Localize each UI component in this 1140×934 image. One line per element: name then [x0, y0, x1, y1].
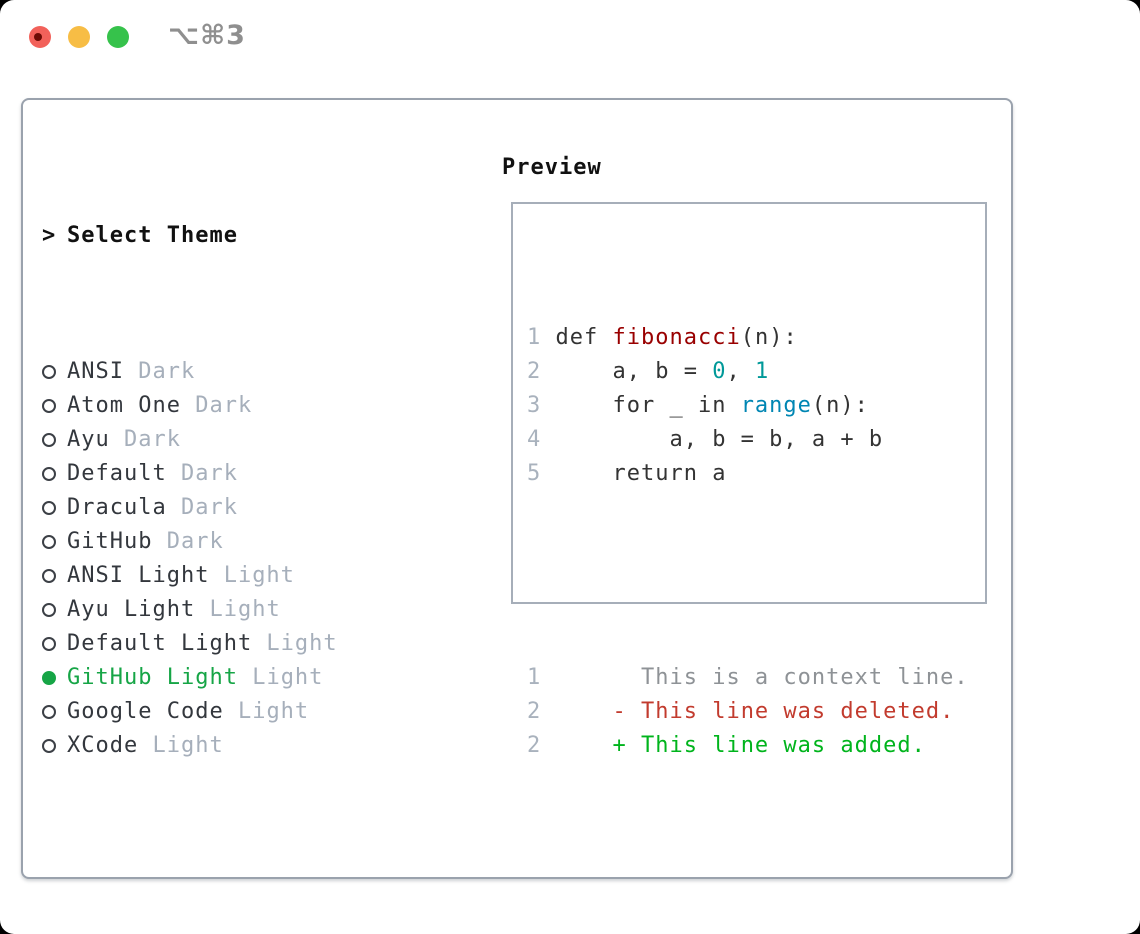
line-number: 4: [527, 427, 556, 452]
preview-diff: 1 This is a context line.2 - This line w…: [527, 661, 985, 763]
code-line: 5 return a: [527, 457, 985, 491]
blank-row: [42, 865, 441, 899]
minimize-button[interactable]: [68, 26, 90, 48]
line-number: 1: [527, 665, 641, 690]
line-number: 2: [527, 359, 556, 384]
theme-label: XCode: [67, 733, 139, 758]
zoom-button[interactable]: [107, 26, 129, 48]
theme-label: Ayu Light: [67, 597, 196, 622]
blank-row: [527, 559, 985, 593]
theme-option-dracula[interactable]: Dracula Dark: [42, 491, 441, 525]
line-number: 3: [527, 393, 556, 418]
diff-line-deleted: 2 - This line was deleted.: [527, 695, 985, 729]
radio-icon: [42, 433, 56, 447]
code-line: 2 a, b = 0, 1: [527, 355, 985, 389]
radio-icon: [42, 535, 56, 549]
window-shortcut-label: ⌥⌘3: [168, 20, 246, 51]
radio-selected-icon: [42, 671, 56, 685]
theme-label: GitHub Light: [67, 665, 238, 690]
code-token: 0: [712, 359, 727, 384]
theme-variant-tag: Dark: [109, 427, 181, 452]
theme-label: Default: [67, 461, 167, 486]
radio-icon: [42, 399, 56, 413]
code-token: (n):: [811, 393, 869, 418]
radio-icon: [42, 569, 56, 583]
select-theme-title: Select Theme: [67, 223, 238, 248]
radio-icon: [42, 637, 56, 651]
line-number: 2: [527, 733, 613, 758]
theme-label: Default Light: [67, 631, 253, 656]
theme-option-ayu[interactable]: Ayu Dark: [42, 423, 441, 457]
theme-label: Atom One: [67, 393, 181, 418]
radio-icon: [42, 501, 56, 515]
line-number: 5: [527, 461, 556, 486]
theme-label: GitHub: [67, 529, 153, 554]
theme-option-ayu-light[interactable]: Ayu Light Light: [42, 593, 441, 627]
theme-option-xcode[interactable]: XCode Light: [42, 729, 441, 763]
code-token: a, b = b, a + b: [555, 427, 884, 452]
line-number: 2: [527, 699, 613, 724]
radio-icon: [42, 739, 56, 753]
diff-line-added: 2 + This line was added.: [527, 729, 985, 763]
radio-icon: [42, 467, 56, 481]
radio-icon: [42, 705, 56, 719]
theme-label: Ayu: [67, 427, 110, 452]
code-token: fibonacci: [612, 325, 741, 350]
theme-label: Google Code: [67, 699, 224, 724]
theme-option-atom-one[interactable]: Atom One Dark: [42, 389, 441, 423]
theme-option-default-light[interactable]: Default Light Light: [42, 627, 441, 661]
code-token: def: [555, 325, 613, 350]
theme-variant-tag: Dark: [180, 393, 253, 418]
theme-variant-tag: Light: [138, 733, 224, 758]
radio-icon: [42, 603, 56, 617]
traffic-lights: [29, 26, 129, 48]
select-theme-header: > Select Theme: [42, 219, 441, 253]
line-number: 1: [527, 325, 556, 350]
theme-option-google-code[interactable]: Google Code Light: [42, 695, 441, 729]
code-token: a, b =: [555, 359, 713, 384]
theme-variant-tag: Dark: [123, 359, 196, 384]
theme-variant-tag: Dark: [152, 529, 224, 554]
theme-label: ANSI Light: [67, 563, 210, 588]
theme-variant-tag: Dark: [166, 461, 238, 486]
theme-option-ansi[interactable]: ANSI Dark: [42, 355, 441, 389]
theme-variant-tag: Light: [223, 699, 310, 724]
code-line: 4 a, b = b, a + b: [527, 423, 985, 457]
diff-text: - This line was deleted.: [612, 699, 955, 724]
diff-line-context: 1 This is a context line.: [527, 661, 985, 695]
theme-variant-tag: Dark: [166, 495, 238, 520]
code-token: range: [740, 393, 812, 418]
code-token: ,: [726, 359, 755, 384]
titlebar: ⌥⌘3: [0, 0, 1140, 72]
theme-variant-tag: Light: [195, 597, 281, 622]
theme-option-github[interactable]: GitHub Dark: [42, 525, 441, 559]
radio-icon: [42, 365, 56, 379]
code-token: 1: [754, 359, 770, 384]
code-line: 3 for _ in range(n):: [527, 389, 985, 423]
diff-text: + This line was added.: [612, 733, 926, 758]
theme-variant-tag: Light: [209, 563, 295, 588]
theme-variant-tag: Light: [252, 631, 338, 656]
theme-option-default[interactable]: Default Dark: [42, 457, 441, 491]
theme-label: Dracula: [67, 495, 167, 520]
code-token: return a: [555, 461, 727, 486]
theme-variant-tag: Light: [237, 665, 324, 690]
code-token: for _ in: [555, 393, 741, 418]
prompt-cursor-icon: >: [42, 223, 57, 248]
preview-header: Preview: [502, 155, 602, 180]
close-button[interactable]: [29, 26, 51, 48]
theme-option-github-light[interactable]: GitHub Light Light: [42, 661, 441, 695]
code-line: 1 def fibonacci(n):: [527, 321, 985, 355]
code-token: (n):: [740, 325, 798, 350]
theme-label: ANSI: [67, 359, 124, 384]
theme-option-ansi-light[interactable]: ANSI Light Light: [42, 559, 441, 593]
diff-text: This is a context line.: [640, 665, 969, 690]
